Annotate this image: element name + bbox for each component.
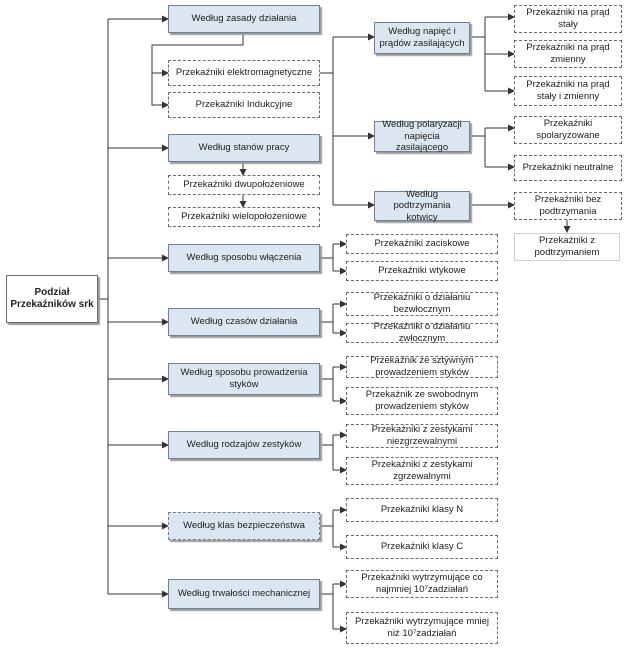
node-elektromagnetyczne: Przekaźniki elektromagnetyczne xyxy=(168,60,320,86)
node-wielopolozeniowe: Przekaźniki wielopołożeniowe xyxy=(168,207,320,227)
category-napiec-pradow: Według napięć i prądów zasilających xyxy=(374,22,470,54)
category-sposobu-wlaczenia: Według sposobu włączenia xyxy=(168,244,320,272)
node-indukcyjne: Przekaźniki Indukcyjne xyxy=(168,92,320,118)
leaf-zwloczne: Przekaźniki o działaniu zwłocznym xyxy=(346,321,498,344)
category-label: Według podtrzymania kotwicy xyxy=(393,188,451,223)
node-label: Przekaźniki elektromagnetyczne xyxy=(175,67,313,79)
category-label: Według napięć i prądów zasilających xyxy=(379,26,465,49)
category-label: Według polaryzacji napięcia zasilającego xyxy=(382,119,462,154)
category-podtrzymania: Według podtrzymania kotwicy xyxy=(374,188,470,223)
category-polaryzacji: Według polaryzacji napięcia zasilającego xyxy=(374,119,470,154)
category-zasada-dzialania: Według zasady działania xyxy=(168,5,320,33)
leaf-label: Przekaźniki bez podtrzymania xyxy=(534,194,602,217)
category-stanow-pracy: Według stanów pracy xyxy=(168,134,320,162)
category-label: Według klas bezpieczeństwa xyxy=(183,520,305,532)
root-label: Podział Przekaźników srk xyxy=(10,286,94,310)
leaf-label: Przekaźniki z podtrzymaniem xyxy=(534,235,600,258)
category-prowadzenia-stykow: Według sposobu prowadzenia styków xyxy=(168,363,320,395)
leaf-label: Przekaźniki wytrzymujące mniej niż 10⁷za… xyxy=(354,616,490,639)
leaf-label: Przekaźniki o działaniu bezwłocznym xyxy=(373,292,471,315)
leaf-label: Przekaźniki zaciskowe xyxy=(374,238,470,250)
leaf-label: Przekaźniki wtykowe xyxy=(378,265,466,277)
category-label: Według stanów pracy xyxy=(198,142,290,154)
leaf-label: Przekaźniki wytrzymujące co najmniej 10⁷… xyxy=(361,572,483,595)
leaf-label: Przekaźniki z zestykami niezgrzewalnymi xyxy=(371,424,473,447)
leaf-zaciskowe: Przekaźniki zaciskowe xyxy=(346,234,498,254)
node-label: Przekaźniki wielopołożeniowe xyxy=(181,211,307,223)
leaf-wtykowe: Przekaźniki wtykowe xyxy=(346,261,498,281)
leaf-bezwloczne: Przekaźniki o działaniu bezwłocznym xyxy=(346,292,498,316)
leaf-neutralne: Przekaźniki neutralne xyxy=(514,155,622,181)
root-node: Podział Przekaźników srk xyxy=(6,275,98,323)
leaf-prad-zmienny: Przekaźniki na prąd zmienny xyxy=(514,40,622,68)
node-dwupolozeniowe: Przekaźniki dwupołożeniowe xyxy=(168,175,320,195)
leaf-label: Przekaźniki z zestykami zgrzewalnymi xyxy=(371,459,473,482)
category-label: Według sposobu prowadzenia styków xyxy=(180,367,308,390)
category-label: Według rodzajów zestyków xyxy=(186,439,302,451)
leaf-label: Przekaźnik ze swobodnym prowadzeniem sty… xyxy=(365,389,479,412)
leaf-label: Przekaźniki klasy N xyxy=(380,504,464,516)
leaf-label: Przekaźniki klasy C xyxy=(380,541,464,553)
leaf-label: Przekaźniki na prąd stały xyxy=(526,7,610,30)
leaf-klasa-n: Przekaźniki klasy N xyxy=(346,498,498,522)
leaf-co-najmniej-10-7: Przekaźniki wytrzymujące co najmniej 10⁷… xyxy=(346,570,498,598)
leaf-prad-staly-zmienny: Przekaźniki na prąd stały i zmienny xyxy=(514,76,622,106)
leaf-label: Przekaźniki spolaryzowane xyxy=(536,118,600,141)
node-label: Przekaźniki Indukcyjne xyxy=(195,99,293,111)
category-klas-bezpieczenstwa: Według klas bezpieczeństwa xyxy=(168,512,320,540)
leaf-label: Przekaźniki neutralne xyxy=(522,162,614,174)
leaf-zgrzewalne: Przekaźniki z zestykami zgrzewalnymi xyxy=(346,457,498,485)
category-czasow-dzialania: Według czasów działania xyxy=(168,308,320,336)
leaf-prad-staly: Przekaźniki na prąd stały xyxy=(514,5,622,33)
leaf-klasa-c: Przekaźniki klasy C xyxy=(346,535,498,559)
leaf-z-podtrzymaniem: Przekaźniki z podtrzymaniem xyxy=(514,233,620,261)
category-label: Według trwałości mechanicznej xyxy=(177,588,311,600)
leaf-label: Przekaźniki o działaniu zwłocznym xyxy=(373,321,471,344)
category-label: Według czasów działania xyxy=(190,316,298,328)
leaf-label: Przekaźnik ze sztywnym prowadzeniem styk… xyxy=(370,355,474,378)
leaf-label: Przekaźniki na prąd stały i zmienny xyxy=(526,79,610,102)
category-rodzajow-zestykow: Według rodzajów zestyków xyxy=(168,431,320,459)
leaf-sztywne-prowadzenie: Przekaźnik ze sztywnym prowadzeniem styk… xyxy=(346,355,498,378)
category-label: Według sposobu włączenia xyxy=(186,252,302,264)
leaf-mniej-niz-10-7: Przekaźniki wytrzymujące mniej niż 10⁷za… xyxy=(346,612,498,644)
category-label: Według zasady działania xyxy=(191,13,297,25)
leaf-label: Przekaźniki na prąd zmienny xyxy=(526,42,610,65)
leaf-swobodne-prowadzenie: Przekaźnik ze swobodnym prowadzeniem sty… xyxy=(346,387,498,415)
leaf-spolaryzowane: Przekaźniki spolaryzowane xyxy=(514,116,622,144)
leaf-niezgrzewalne: Przekaźniki z zestykami niezgrzewalnymi xyxy=(346,424,498,448)
leaf-bez-podtrzymania: Przekaźniki bez podtrzymania xyxy=(514,192,622,220)
category-trwalosci-mechanicznej: Według trwałości mechanicznej xyxy=(168,579,320,609)
node-label: Przekaźniki dwupołożeniowe xyxy=(183,179,305,191)
